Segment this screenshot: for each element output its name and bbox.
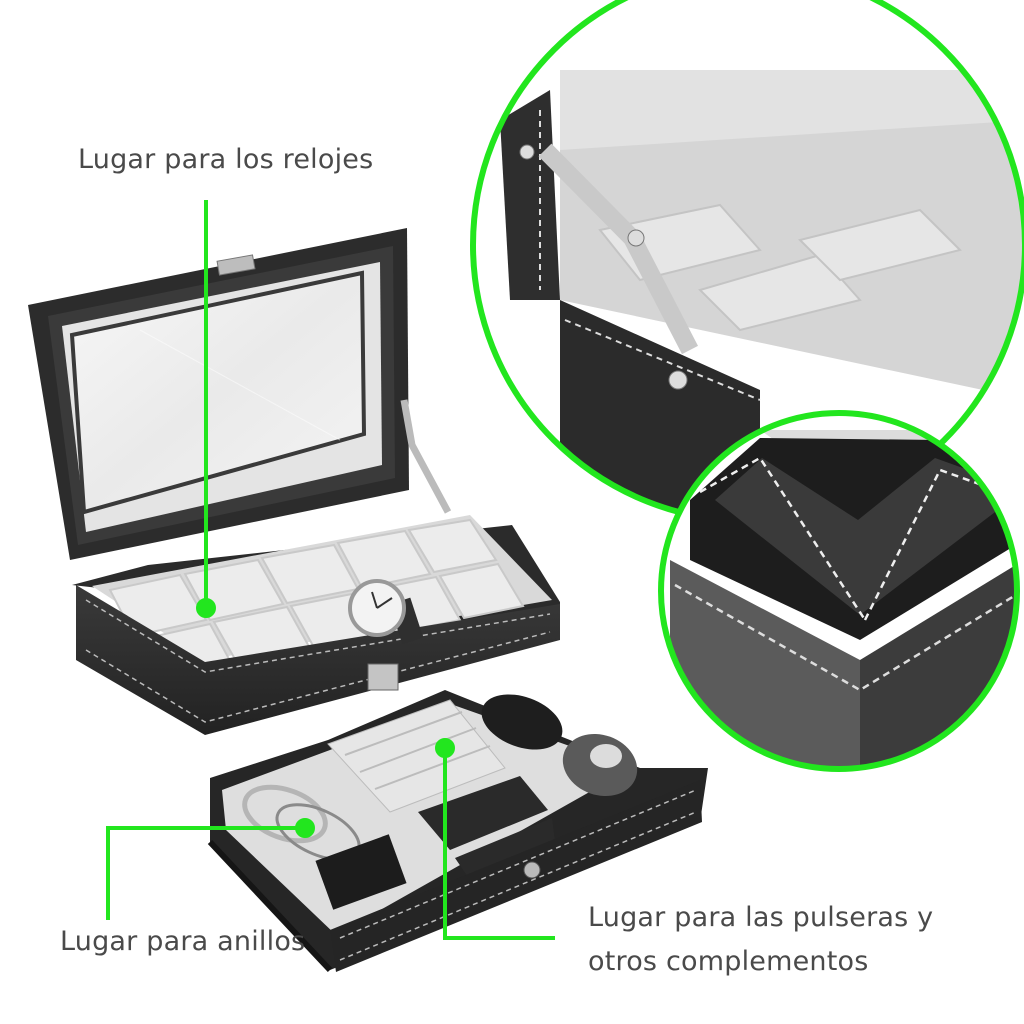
label-bracelets: Lugar para las pulseras y otros compleme… [588, 896, 933, 984]
callout-rings [106, 818, 315, 920]
jewelry-box [28, 228, 708, 973]
drawer-knob [523, 861, 541, 879]
label-bracelets-line2: otros complementos [588, 946, 869, 977]
callout-watches [196, 200, 216, 618]
callout-bracelets [435, 738, 555, 940]
clasp [367, 663, 399, 691]
sunglasses [481, 694, 638, 797]
drawer [207, 690, 708, 973]
watch [348, 579, 424, 645]
box-lid [28, 228, 409, 560]
label-watches: Lugar para los relojes [78, 144, 374, 175]
hinge-arm [400, 399, 452, 514]
label-rings: Lugar para anillos [60, 926, 306, 957]
watch-compartment [72, 515, 560, 735]
lighter [315, 834, 407, 910]
label-bracelets-line1: Lugar para las pulseras y [588, 902, 934, 933]
zoom-stitch-detail [658, 410, 1020, 772]
zoom-hinge-detail [470, 0, 1024, 524]
